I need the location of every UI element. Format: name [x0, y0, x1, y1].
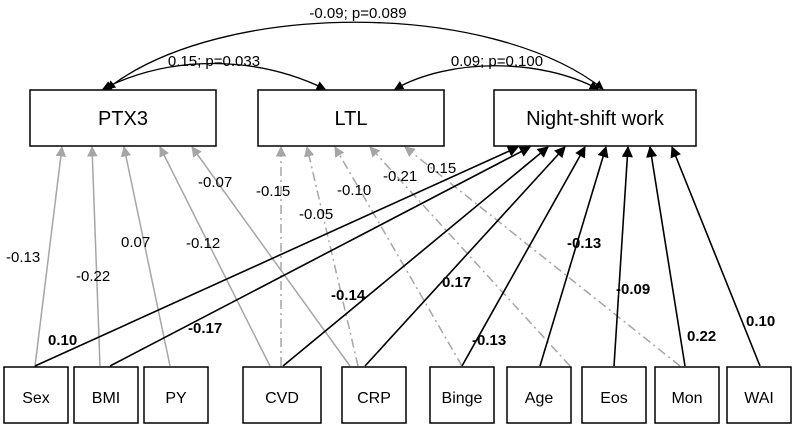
path-mon-ltl — [404, 146, 681, 367]
coef-bmi-night: -0.17 — [188, 320, 222, 337]
node-crp: CRP — [341, 366, 407, 424]
path-mon-night — [646, 145, 686, 367]
node-sex-label: Sex — [22, 390, 50, 407]
coef-mon-ltl: 0.15 — [427, 160, 456, 177]
coef-bmi-ptx3: -0.22 — [76, 268, 110, 285]
node-night-shift-work: Night-shift work — [493, 89, 697, 147]
node-mon-label: Mon — [671, 390, 702, 407]
path-bmi-night — [109, 146, 531, 367]
path-binge-ltl — [334, 146, 463, 367]
node-bmi-label: BMI — [92, 390, 120, 407]
coef-binge-ltl: -0.10 — [337, 182, 371, 199]
path-sex-ptx3 — [34, 145, 67, 367]
coef-sex-ptx3: -0.13 — [6, 249, 40, 266]
coef-age-night: -0.13 — [567, 235, 601, 252]
path-py-ptx3 — [120, 145, 171, 367]
path-bmi-ptx3 — [87, 145, 101, 367]
coef-crp-ltl: -0.05 — [299, 206, 333, 223]
node-sex: Sex — [3, 366, 69, 424]
path-crp-ltl — [304, 145, 359, 367]
path-crp-night — [364, 146, 566, 367]
coef-eos-night: -0.09 — [616, 281, 650, 298]
corr-arc-ltl-night — [394, 65, 599, 90]
coef-cvd-night: -0.14 — [331, 287, 366, 304]
node-ltl-label: LTL — [335, 108, 368, 130]
coef-cvd-ltl: -0.15 — [256, 183, 290, 200]
node-eos: Eos — [581, 366, 647, 424]
path-crp-ptx3 — [191, 146, 351, 367]
corr-label-ltl-night: 0.09; p=0.100 — [451, 53, 543, 70]
node-binge: Binge — [429, 366, 495, 424]
coef-crp-night: 0.17 — [442, 274, 471, 291]
path-cvd-ptx3 — [159, 146, 271, 367]
path-sex-night — [34, 146, 520, 367]
node-ptx3-label: PTX3 — [98, 108, 148, 130]
corr-label-ptx3-night: -0.09; p=0.089 — [309, 5, 406, 22]
corr-arc-ptx3-night — [106, 21, 604, 90]
coef-binge-night: -0.13 — [472, 332, 506, 349]
node-eos-label: Eos — [600, 390, 628, 407]
node-crp-label: CRP — [357, 390, 391, 407]
node-age: Age — [506, 366, 572, 424]
node-cvd-label: CVD — [265, 390, 299, 407]
node-ptx3: PTX3 — [29, 89, 217, 147]
path-eos-night — [613, 145, 633, 367]
node-wai: WAI — [726, 366, 792, 424]
coef-mon-night: 0.22 — [687, 328, 716, 345]
coef-wai-night: 0.10 — [746, 313, 775, 330]
coef-eos-ltl: -0.21 — [383, 168, 417, 185]
node-binge-label: Binge — [442, 390, 483, 407]
path-wai-night — [670, 145, 761, 367]
coef-cvd-ptx3: -0.12 — [186, 235, 220, 252]
node-ltl: LTL — [257, 89, 445, 147]
coef-sex-night: 0.10 — [48, 332, 77, 349]
coef-py-ptx3: 0.07 — [121, 234, 150, 251]
node-age-label: Age — [525, 390, 554, 407]
corr-label-ptx3-ltl: 0.15; p=0.033 — [168, 53, 260, 70]
coef-crp-ptx3: -0.07 — [198, 174, 232, 191]
node-bmi: BMI — [73, 366, 139, 424]
path-eos-ltl — [369, 146, 571, 367]
node-py-label: PY — [165, 390, 187, 407]
corr-arc-ptx3-ltl — [102, 62, 326, 90]
path-age-night — [539, 145, 609, 367]
node-night-shift-work-label: Night-shift work — [526, 108, 665, 130]
node-wai-label: WAI — [744, 390, 774, 407]
node-mon: Mon — [654, 366, 720, 424]
path-binge-night — [461, 146, 586, 367]
node-cvd: CVD — [242, 366, 322, 424]
node-py: PY — [143, 366, 209, 424]
path-cvd-night — [282, 146, 549, 367]
